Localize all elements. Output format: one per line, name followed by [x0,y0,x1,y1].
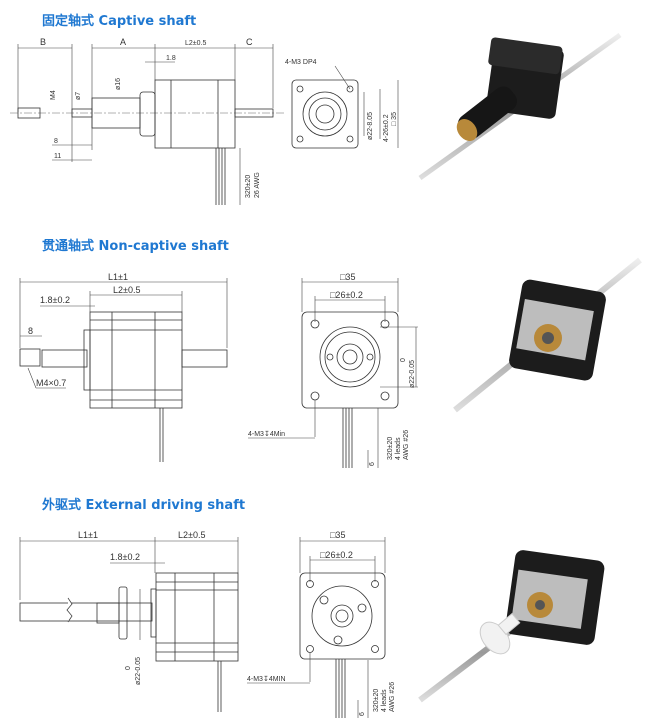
front-holes-label: 4-M3 DP4 [285,59,317,66]
holes-label: 4-M3↧4MIN [247,675,286,683]
section-title-non-captive: 贯通轴式 Non-captive shaft [42,239,229,254]
wire-leads: 4 leads [395,437,402,460]
dim-1-8: 1.8 [166,55,176,62]
non-captive-motor-photo [453,257,642,413]
holes-label: 4-M3↧4Min [248,430,285,438]
dim-l1: L1±1 [108,272,128,282]
dim-zero: 0 [125,666,132,670]
dim-c: C [246,37,253,47]
section-title-external: 外驱式 External driving shaft [42,498,246,513]
dim-1-8: 1.8±0.2 [110,552,140,562]
dim-square-35: □ 35 [391,112,398,126]
dim-m4: M4 [50,90,57,100]
external-side-view: L1±1 L2±0.5 1.8±0.2 0 ø22-0.05 [19,530,239,712]
dim-phi7: ø7 [75,92,82,100]
dim-8: 8 [28,326,33,336]
dim-b: B [40,37,46,47]
non-captive-side-view: L1±1 L2±0.5 1.8±0.2 8 M4×0.7 [19,272,228,462]
dim-8: 8 [54,138,58,145]
dim-phi16: ø16 [115,78,122,90]
dim-1-8: 1.8±0.2 [40,295,70,305]
dim-phi22: ø22-8.05 [367,112,374,140]
dim-6: 6 [369,462,376,466]
dim-bolt-square: □26±0.2 [330,290,363,300]
wire-awg: AWG #26 [403,430,410,460]
external-motor-photo [418,550,605,703]
dim-l1: L1±1 [78,530,98,540]
wire-awg: 26 AWG [254,172,261,198]
dim-phi22: ø22-0.05 [409,360,416,388]
dim-6: 6 [359,712,366,716]
wire-length: 320±20 [373,689,380,712]
captive-side-view: B A L2±0.5 C 1.8 ø16 M4 ø7 8 11 320±20 2… [10,37,285,205]
section-title-captive: 固定轴式 Captive shaft [42,14,197,29]
dim-bolt-circle: 4-26±0.2 [383,114,390,142]
dim-square-35: □35 [330,530,345,540]
dim-a: A [120,37,126,47]
external-front-view: □35 □26±0.2 4-M3↧4MIN 6 320±20 4 leads A… [247,530,396,718]
non-captive-front-view: □35 □26±0.2 0 ø22-0.05 4-M3↧4Min 6 320±2… [248,272,418,468]
dim-bolt-square: □26±0.2 [320,550,353,560]
dim-l2: L2±0.5 [185,40,206,47]
dim-phi22: ø22-0.05 [135,657,142,685]
dim-zero: 0 [400,358,407,362]
wire-length: 320±20 [245,175,252,198]
captive-motor-photo [418,32,622,181]
dim-l2: L2±0.5 [178,530,205,540]
dim-11: 11 [54,153,61,160]
wire-length: 320±20 [387,437,394,460]
wire-awg: AWG #26 [389,682,396,712]
thread-label: M4×0.7 [36,378,66,388]
captive-front-view: 4-M3 DP4 ø22-8.05 4-26±0.2 □ 35 [285,59,399,149]
wire-leads: 4 leads [381,689,388,712]
dim-l2: L2±0.5 [113,285,140,295]
dim-square-35: □35 [340,272,355,282]
